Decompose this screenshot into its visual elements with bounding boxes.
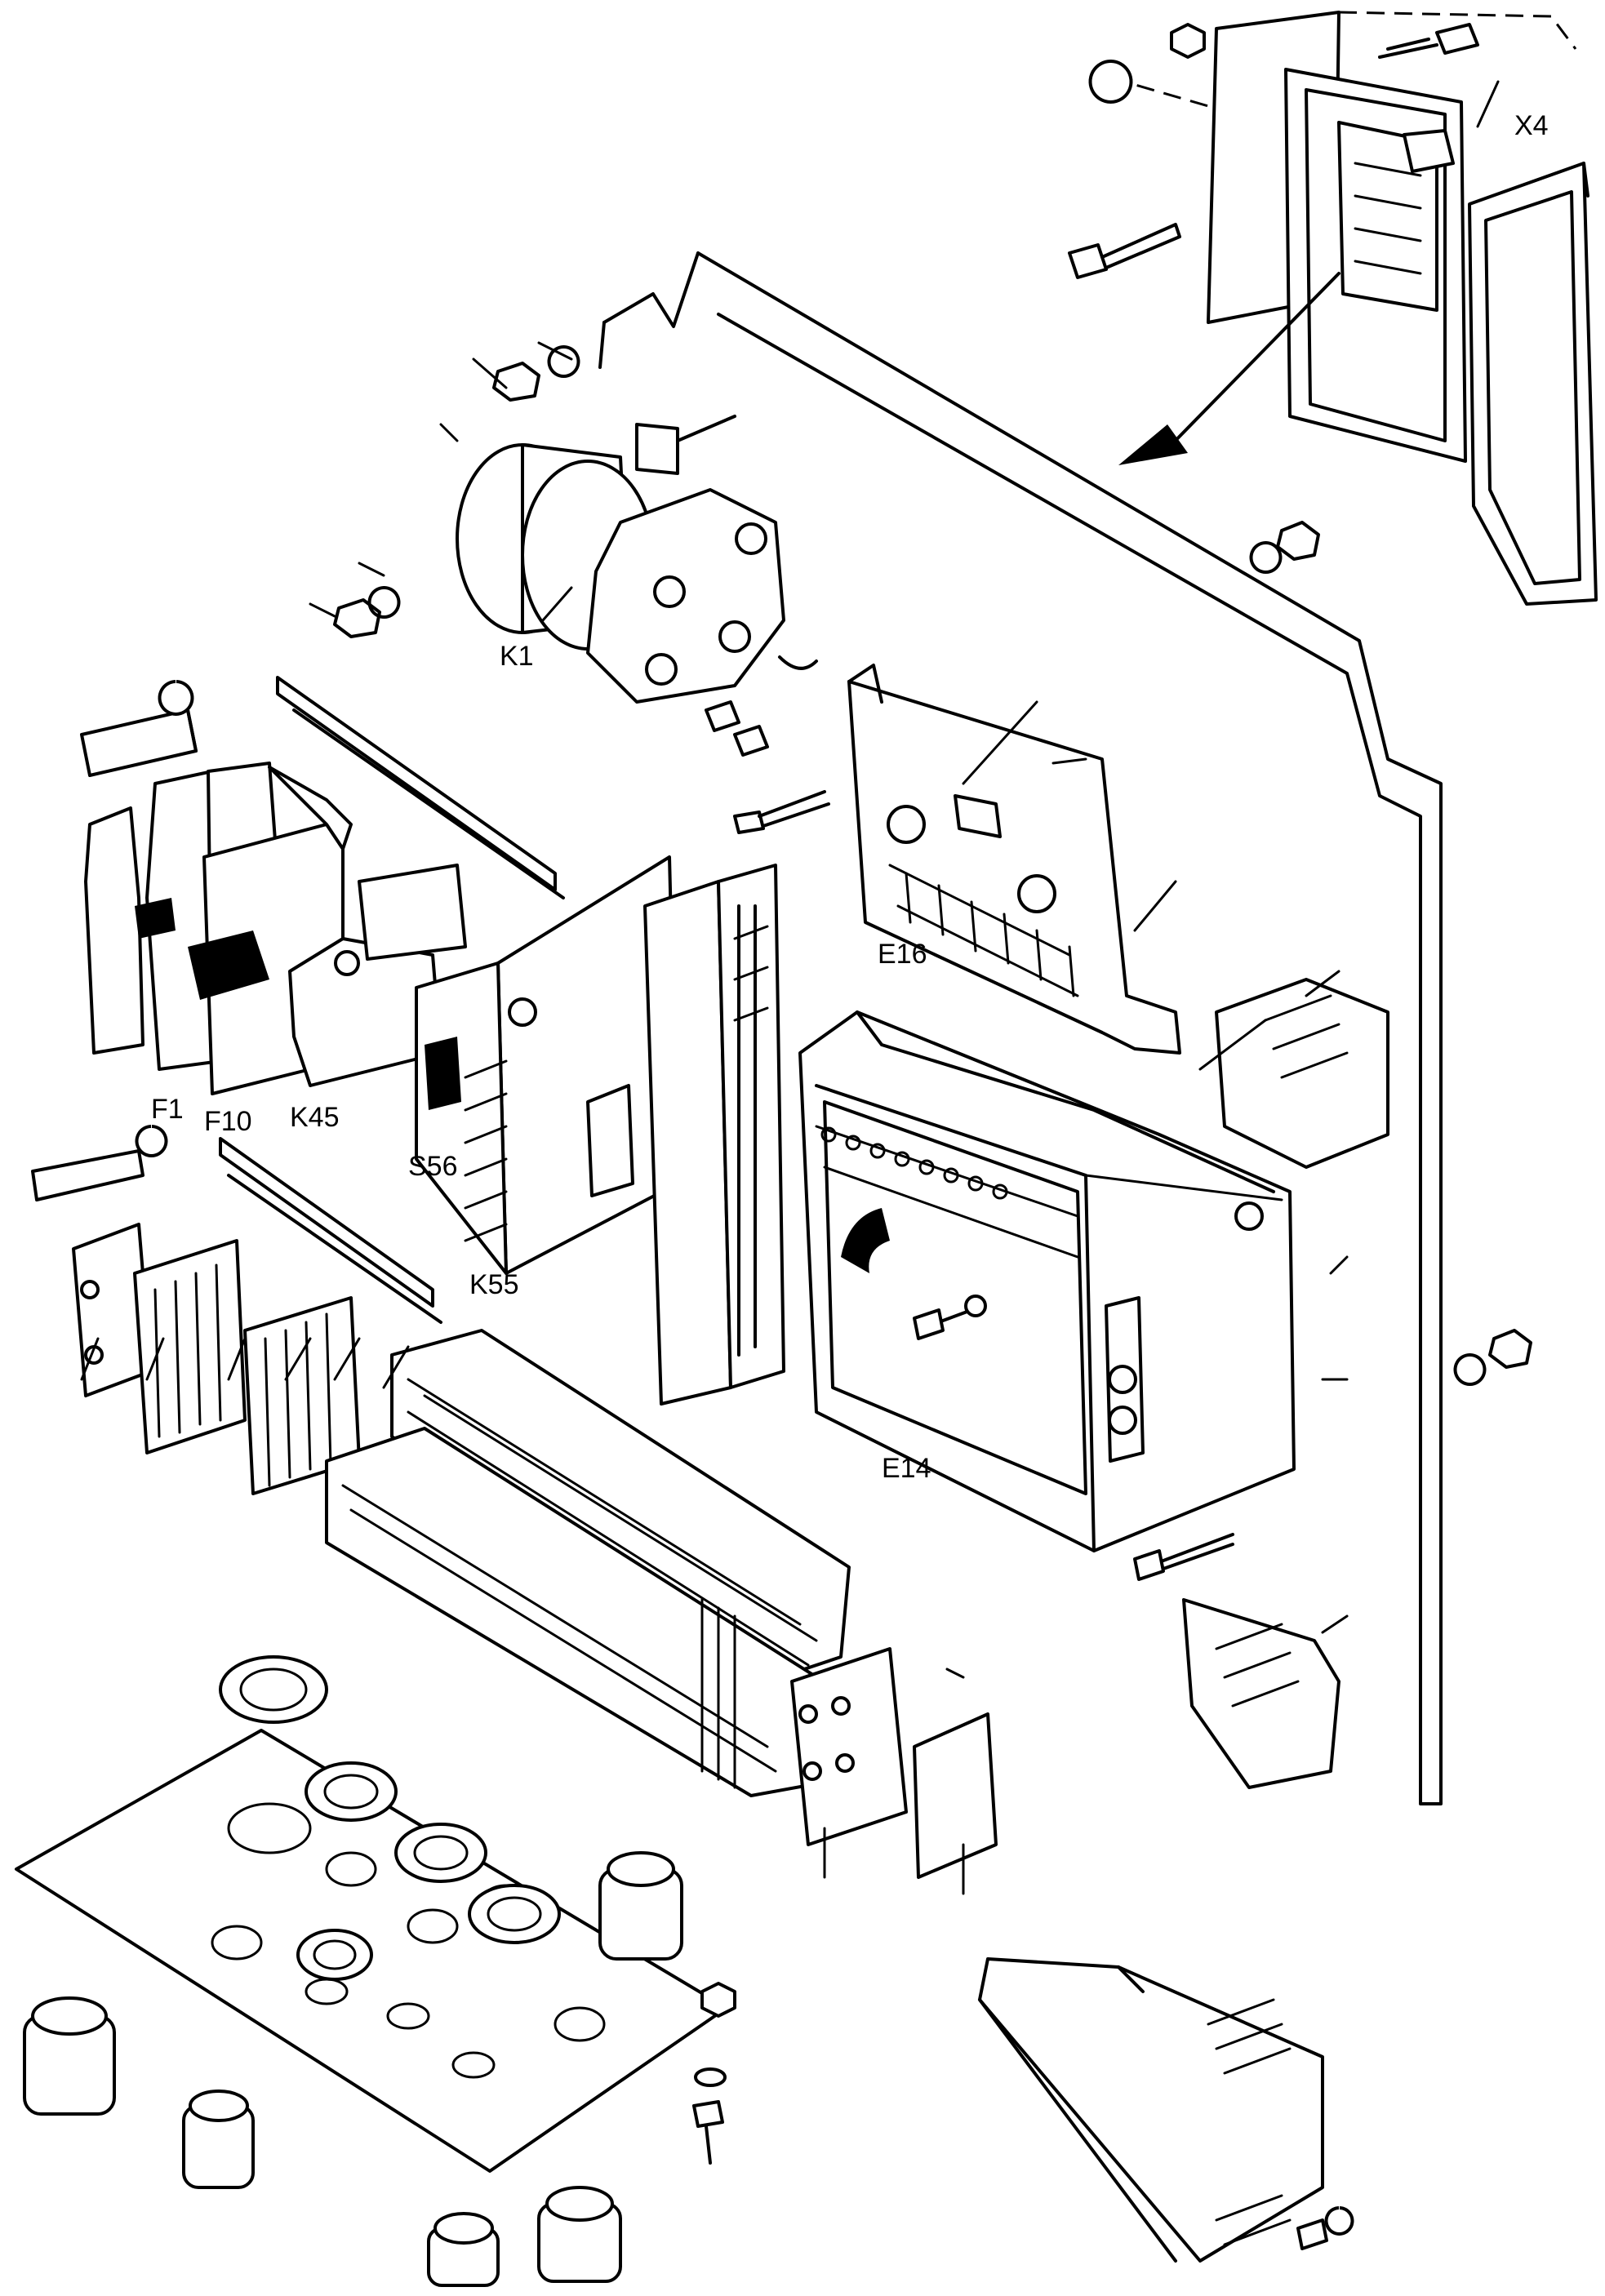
label-e14: E14 (882, 1453, 931, 1484)
terminal-blocks-left (31, 1125, 442, 1495)
module-e14 (798, 1010, 1296, 1581)
label-k1: K1 (500, 641, 534, 672)
cable-duct-middle (1182, 1598, 1340, 1789)
contactor-k1 (309, 341, 818, 757)
mounting-panel (598, 251, 1443, 1805)
label-e16: E16 (878, 939, 927, 970)
gland-plate (15, 1655, 736, 2287)
label-f1: F1 (151, 1094, 184, 1125)
relay-k55-s56 (415, 855, 679, 1275)
din-rail-top (80, 676, 565, 1095)
label-x4: X4 (1514, 110, 1549, 141)
bracket-e16 (733, 664, 1181, 1055)
terminal-group-right (790, 1647, 998, 1879)
label-f10: F10 (204, 1106, 252, 1137)
terminal-strip-long (325, 1329, 851, 1797)
control-box-x4 (1068, 11, 1598, 606)
label-k55: K55 (469, 1269, 519, 1300)
cable-duct-vertical (643, 864, 785, 1406)
side-bracket-upper (1215, 978, 1389, 1169)
cable-duct-lower (978, 1957, 1354, 2263)
label-s56: S56 (408, 1151, 458, 1182)
label-k45: K45 (290, 1102, 340, 1133)
right-edge-nuts (1249, 521, 1532, 1386)
leader-lines (80, 80, 1500, 1895)
